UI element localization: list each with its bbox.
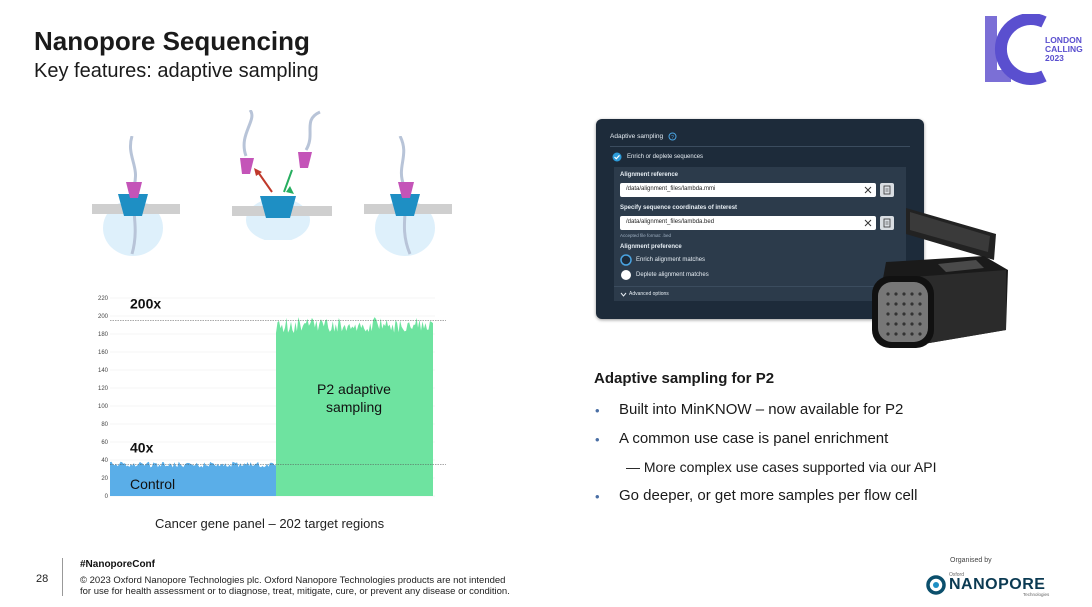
slide-subtitle: Key features: adaptive sampling — [34, 60, 319, 82]
copyright-line-2: for use for health assessment or to diag… — [80, 586, 510, 597]
y-tick-label: 160 — [98, 350, 109, 356]
brand-name: NANOPORE — [949, 576, 1046, 593]
enrich-radio[interactable] — [620, 254, 632, 266]
coordinates-value: /data/alignment_files/lambda.bed — [626, 219, 715, 225]
logo-line-london: LONDON — [1045, 35, 1082, 45]
pore-illustration-middle — [232, 110, 332, 240]
alignment-preference-label: Alignment preference — [620, 244, 682, 250]
sub-bullet-item: — More complex use cases supported via o… — [626, 459, 937, 475]
pore-illustration-right — [364, 136, 452, 256]
lc-logo-icon — [985, 13, 1047, 85]
london-calling-logo: LONDON CALLING 2023 — [982, 13, 1086, 86]
file-icon — [883, 185, 891, 195]
svg-text:?: ? — [671, 135, 674, 141]
deplete-radio[interactable] — [620, 269, 632, 281]
alignment-reference-label: Alignment reference — [620, 172, 679, 178]
y-tick-label: 120 — [98, 386, 109, 392]
y-tick-label: 200 — [98, 314, 109, 320]
panel-title: Adaptive sampling — [610, 133, 664, 140]
info-icon[interactable]: ? — [668, 132, 677, 141]
brand-small: Oxford — [949, 572, 965, 578]
accepted-format-note: Accepted file format: .bed — [620, 233, 672, 238]
adaptive-sampling-label: sampling — [326, 399, 382, 415]
bullet-dot: • — [595, 489, 600, 504]
page-number: 28 — [36, 573, 49, 585]
adaptive-sampling-panel: Adaptive sampling ? Enrich or deplete se… — [596, 119, 924, 319]
section-heading: Adaptive sampling for P2 — [594, 370, 775, 387]
alignment-reference-value: /data/alignment_files/lambda.mmi — [626, 186, 716, 192]
adaptive-sampling-label: P2 adaptive — [317, 381, 391, 397]
organised-by-label: Organised by — [950, 557, 992, 564]
y-tick-label: 80 — [101, 422, 108, 428]
adaptive-sampling-region — [276, 317, 433, 496]
control-region — [110, 461, 276, 496]
y-tick-label: 180 — [98, 332, 109, 338]
chart-regions — [110, 317, 433, 496]
bullet-dot: • — [595, 403, 600, 418]
browse-file-button[interactable] — [880, 183, 894, 197]
y-tick-label: 0 — [105, 494, 109, 500]
logo-line-year: 2023 — [1045, 53, 1064, 63]
reference-lines — [110, 320, 446, 465]
y-tick-label: 140 — [98, 368, 109, 374]
y-tick-label: 100 — [98, 404, 109, 410]
control-label: Control — [130, 476, 175, 492]
coordinates-input[interactable]: /data/alignment_files/lambda.bed — [620, 216, 876, 230]
alignment-reference-input[interactable]: /data/alignment_files/lambda.mmi — [620, 183, 876, 197]
oxford-nanopore-logo: Oxford NANOPORE Technologies — [925, 572, 1055, 598]
p2-device-image — [872, 208, 1008, 348]
file-icon — [883, 218, 891, 228]
reference-label: 200x — [130, 296, 161, 312]
chevron-down-icon[interactable] — [620, 291, 627, 298]
browse-bed-file-button[interactable] — [880, 216, 894, 230]
y-tick-label: 20 — [101, 476, 108, 482]
pore-illustration-left — [92, 136, 180, 256]
advanced-options-toggle[interactable]: Advanced options — [629, 291, 669, 297]
conference-hashtag: #NanoporeConf — [80, 559, 155, 570]
y-tick-label: 220 — [98, 296, 109, 302]
bullet-item: Built into MinKNOW – now available for P… — [619, 401, 904, 418]
enrich-deplete-label: Enrich or deplete sequences — [627, 154, 704, 160]
bullet-item: Go deeper, or get more samples per flow … — [619, 487, 918, 504]
enrich-deplete-checkbox[interactable] — [612, 152, 622, 162]
y-tick-label: 40 — [101, 458, 108, 464]
bullet-dot: • — [595, 432, 600, 447]
reference-label: 40x — [130, 440, 154, 456]
logo-line-calling: CALLING — [1045, 44, 1083, 54]
deplete-option-label: Deplete alignment matches — [636, 272, 709, 278]
footer-divider — [62, 558, 63, 596]
slide-title: Nanopore Sequencing — [34, 26, 310, 56]
brand-sub: Technologies — [1023, 592, 1050, 597]
chart-caption: Cancer gene panel – 202 target regions — [155, 516, 385, 531]
y-tick-label: 60 — [101, 440, 108, 446]
copyright-line-1: © 2023 Oxford Nanopore Technologies plc.… — [80, 575, 506, 586]
coordinates-label: Specify sequence coordinates of interest — [620, 205, 738, 211]
clear-icon[interactable] — [864, 219, 872, 227]
clear-icon[interactable] — [864, 186, 872, 194]
bullet-item: A common use case is panel enrichment — [619, 430, 889, 447]
enrich-option-label: Enrich alignment matches — [636, 257, 706, 263]
nanopore-ring-icon — [926, 575, 946, 595]
